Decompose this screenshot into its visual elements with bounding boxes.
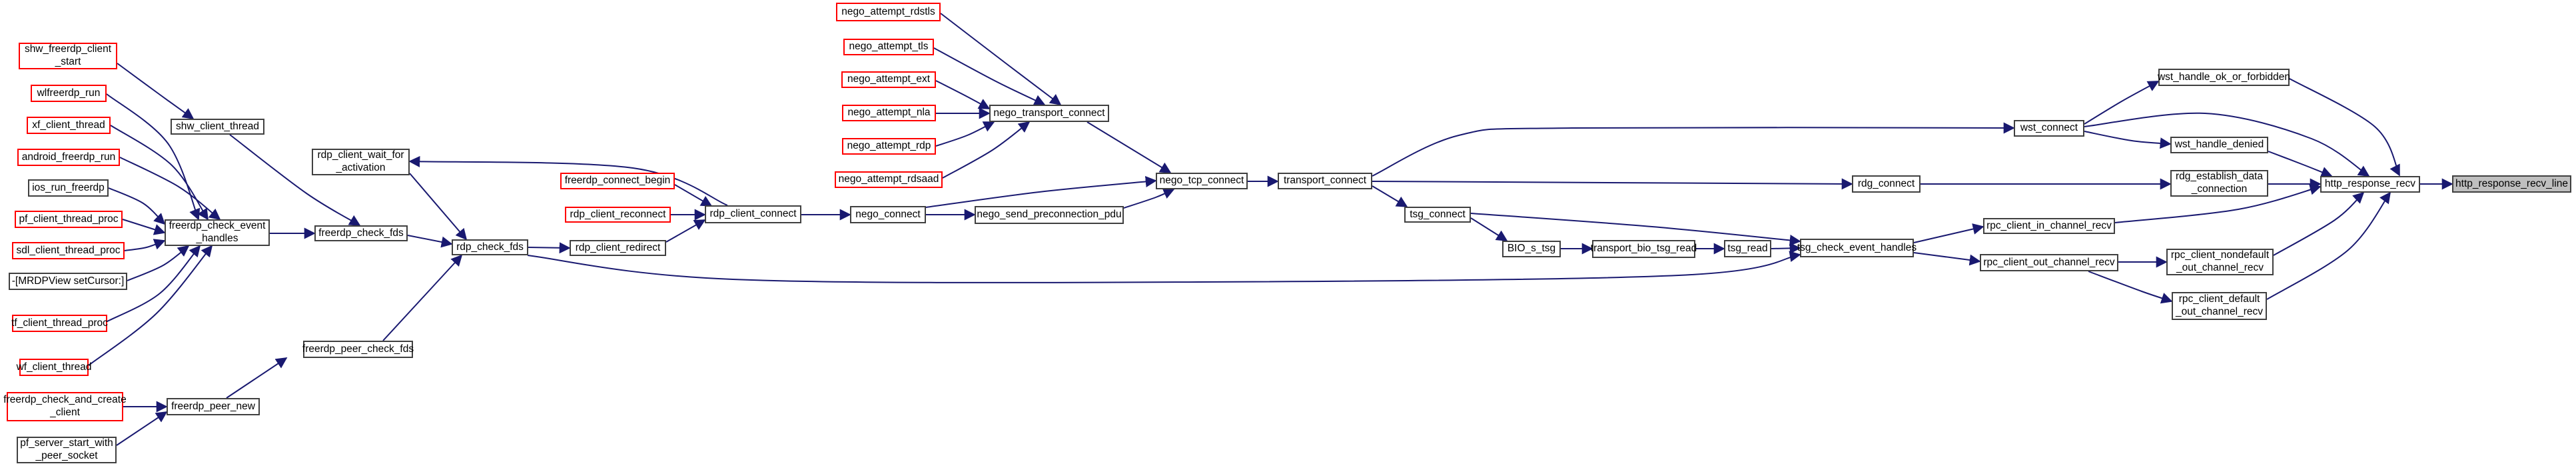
- edge-transport-connect-to-tsg-connect: [1372, 185, 1408, 207]
- node-tsg-check-event-handles[interactable]: tsg_check_event_handles: [1797, 239, 1917, 257]
- edge-tsg-connect-to-tsg-check-event-handles: [1470, 213, 1801, 246]
- node-pf-server-start-with-peer-socket[interactable]: pf_server_start_with _peer_socket: [17, 437, 117, 463]
- node-wlfreerdp-run[interactable]: wlfreerdp_run: [31, 85, 107, 102]
- node-tsg-connect[interactable]: tsg_connect: [1404, 207, 1471, 223]
- node-ios-run-freerdp[interactable]: ios_run_freerdp: [28, 179, 109, 197]
- node-wf-client-thread[interactable]: wf_client_thread: [17, 359, 91, 376]
- edge-rdp-check-fds-to-tsg-check-event-handles: [527, 251, 1801, 283]
- edge-rdp-client-wait-for-activation-to-rdp-check-fds: [409, 173, 468, 241]
- edge-xf-client-thread-to-freerdp-check-event-handles: [110, 125, 209, 221]
- edge-wst-handle-denied-to-http-response-recv: [2268, 151, 2333, 178]
- node-rdp-client-wait-for-activation[interactable]: rdp_client_wait_for _activation: [312, 149, 410, 175]
- node-wst-handle-denied[interactable]: wst_handle_denied: [2170, 137, 2268, 153]
- edge-nego-send-preconnection-pdu-to-nego-tcp-connect: [1123, 188, 1175, 209]
- edge-freerdp-check-fds-to-rdp-check-fds: [407, 235, 453, 248]
- node-wst-connect[interactable]: wst_connect: [2014, 120, 2084, 137]
- node-rdp-check-fds[interactable]: rdp_check_fds: [452, 239, 528, 255]
- node-nego-attempt-rdstls[interactable]: nego_attempt_rdstls: [836, 3, 941, 21]
- edge-nego-connect-to-nego-tcp-connect: [925, 176, 1157, 208]
- node-nego-attempt-rdp[interactable]: nego_attempt_rdp: [842, 138, 936, 155]
- node-rdp-client-reconnect[interactable]: rdp_client_reconnect: [565, 207, 671, 223]
- node-rdg-connect[interactable]: rdg_connect: [1852, 175, 1921, 193]
- edge-pf-client-thread-proc-to-freerdp-check-event-handles: [122, 219, 166, 235]
- edge-nego-attempt-rdp-to-nego-transport-connect: [935, 121, 995, 147]
- node-nego-tcp-connect[interactable]: nego_tcp_connect: [1156, 173, 1248, 189]
- node-xf-client-thread[interactable]: xf_client_thread: [27, 117, 111, 134]
- edge-nego-attempt-rdstls-to-nego-transport-connect: [940, 13, 1062, 106]
- node-pf-client-thread-proc[interactable]: pf_client_thread_proc: [15, 211, 123, 228]
- edge-nego-attempt-tls-to-nego-transport-connect: [933, 47, 1046, 106]
- node-nego-attempt-tls[interactable]: nego_attempt_tls: [843, 39, 934, 55]
- node-http-response-recv[interactable]: http_response_recv: [2320, 176, 2420, 193]
- node-shw-client-thread[interactable]: shw_client_thread: [171, 119, 264, 135]
- edge-wf-client-thread-to-freerdp-check-event-handles: [88, 245, 213, 366]
- node-android-freerdp-run[interactable]: android_freerdp_run: [17, 149, 120, 166]
- node-tf-client-thread-proc[interactable]: tf_client_thread_proc: [11, 315, 108, 332]
- node-shw-freerdp-client-start[interactable]: shw_freerdp_client _start: [19, 43, 117, 69]
- edge-rpc-client-in-channel-recv-to-http-response-recv: [2114, 183, 2322, 223]
- edge-nego-transport-connect-to-nego-tcp-connect: [1086, 121, 1172, 173]
- edge-wlfreerdp-run-to-freerdp-check-event-handles: [106, 93, 201, 221]
- edge-tf-client-thread-proc-to-freerdp-check-event-handles: [107, 245, 201, 322]
- edge-tsg-check-event-handles-to-rpc-client-in-channel-recv: [1913, 223, 1984, 243]
- node-tsg-read[interactable]: tsg_read: [1724, 240, 1771, 257]
- node-rpc-client-in-channel-recv[interactable]: rpc_client_in_channel_recv: [1983, 218, 2115, 234]
- node-http-response-recv-line[interactable]: http_response_recv_line: [2452, 175, 2571, 193]
- node-mrdpview-setcursor[interactable]: -[MRDPView setCursor:]: [9, 273, 127, 290]
- edge-group: [88, 13, 2453, 446]
- node-sdl-client-thread-proc[interactable]: sdl_client_thread_proc: [12, 242, 125, 259]
- edge-rdp-client-redirect-to-rdp-client-connect: [665, 219, 706, 243]
- node-nego-connect[interactable]: nego_connect: [850, 206, 926, 223]
- edge-transport-connect-to-wst-connect: [1372, 122, 2015, 177]
- edge-wst-connect-to-wst-handle-denied: [2084, 131, 2172, 149]
- edge-tsg-read-to-tsg-check-event-handles: [1771, 242, 1801, 254]
- edge-freerdp-peer-new-to-freerdp-peer-check-fds: [226, 357, 288, 399]
- edge-rdp-check-fds-to-rdp-client-redirect: [528, 242, 571, 254]
- node-nego-transport-connect[interactable]: nego_transport_connect: [989, 105, 1109, 122]
- node-nego-send-preconnection-pdu[interactable]: nego_send_preconnection_pdu: [975, 206, 1124, 224]
- node-rdp-client-connect[interactable]: rdp_client_connect: [705, 205, 801, 223]
- node-rdp-client-redirect[interactable]: rdp_client_redirect: [570, 240, 666, 256]
- edge-rpc-client-out-channel-recv-to-rpc-client-default-out-channel-recv: [2088, 271, 2173, 304]
- edge-freerdp-connect-begin-to-rdp-client-connect: [674, 184, 713, 207]
- node-transport-connect[interactable]: transport_connect: [1278, 173, 1372, 189]
- edge-pf-server-start-with-peer-socket-to-freerdp-peer-new: [116, 411, 168, 446]
- edge-transport-connect-to-rdg-connect: [1372, 178, 1853, 190]
- node-freerdp-check-fds[interactable]: freerdp_check_fds: [314, 225, 408, 241]
- edge-wst-connect-to-wst-handle-ok-or-forbidden: [2084, 81, 2160, 125]
- node-freerdp-check-and-create-client[interactable]: freerdp_check_and_create _client: [3, 392, 127, 421]
- edge-wst-handle-ok-or-forbidden-to-http-response-recv: [2289, 78, 2400, 177]
- edge-sdl-client-thread-proc-to-freerdp-check-event-handles: [124, 239, 166, 251]
- node-freerdp-check-event-handles[interactable]: freerdp_check_event _handles: [165, 219, 270, 246]
- node-rpc-client-nondefault-out-channel-recv[interactable]: rpc_client_nondefault _out_channel_recv: [2166, 249, 2274, 275]
- node-freerdp-connect-begin[interactable]: freerdp_connect_begin: [560, 173, 675, 189]
- edge-rpc-client-nondefault-out-channel-recv-to-http-response-recv: [2273, 191, 2365, 256]
- node-nego-attempt-nla[interactable]: nego_attempt_nla: [842, 105, 936, 121]
- edge-ios-run-freerdp-to-freerdp-check-event-handles: [108, 187, 166, 225]
- edge-freerdp-peer-check-fds-to-rdp-check-fds: [382, 254, 463, 341]
- edge-shw-client-thread-to-freerdp-check-fds: [229, 134, 361, 226]
- node-bio-s-tsg[interactable]: BIO_s_tsg: [1502, 241, 1561, 257]
- edge-rdp-client-connect-to-rdp-client-wait-for-activation: [408, 155, 728, 206]
- node-nego-attempt-ext[interactable]: nego_attempt_ext: [841, 71, 936, 88]
- node-freerdp-peer-check-fds[interactable]: freerdp_peer_check_fds: [302, 341, 414, 358]
- edge-tsg-connect-to-bio-s-tsg: [1470, 217, 1508, 241]
- edge-nego-attempt-rdsaad-to-nego-transport-connect: [942, 121, 1031, 179]
- edge-tsg-check-event-handles-to-rpc-client-out-channel-recv: [1913, 252, 1981, 266]
- node-rpc-client-out-channel-recv[interactable]: rpc_client_out_channel_recv: [1980, 254, 2118, 271]
- node-freerdp-peer-new[interactable]: freerdp_peer_new: [167, 398, 260, 415]
- edge-mrdpview-setcursor-to-freerdp-check-event-handles: [127, 245, 190, 281]
- node-nego-attempt-rdsaad[interactable]: nego_attempt_rdsaad: [835, 171, 943, 188]
- edge-android-freerdp-run-to-freerdp-check-event-handles: [119, 157, 221, 221]
- node-wst-handle-ok-or-forbidden[interactable]: wst_handle_ok_or_forbidden: [2158, 69, 2290, 86]
- edge-wst-connect-to-http-response-recv: [2084, 112, 2370, 177]
- edge-nego-attempt-ext-to-nego-transport-connect: [935, 80, 991, 109]
- node-transport-bio-tsg-read[interactable]: transport_bio_tsg_read: [1591, 240, 1697, 258]
- edge-shw-freerdp-client-start-to-shw-client-thread: [117, 63, 195, 119]
- edge-rpc-client-default-out-channel-recv-to-http-response-recv: [2266, 191, 2391, 300]
- node-rpc-client-default-out-channel-recv[interactable]: rpc_client_default _out_channel_recv: [2172, 292, 2267, 320]
- node-rdg-establish-data-connection[interactable]: rdg_establish_data _connection: [2170, 170, 2268, 197]
